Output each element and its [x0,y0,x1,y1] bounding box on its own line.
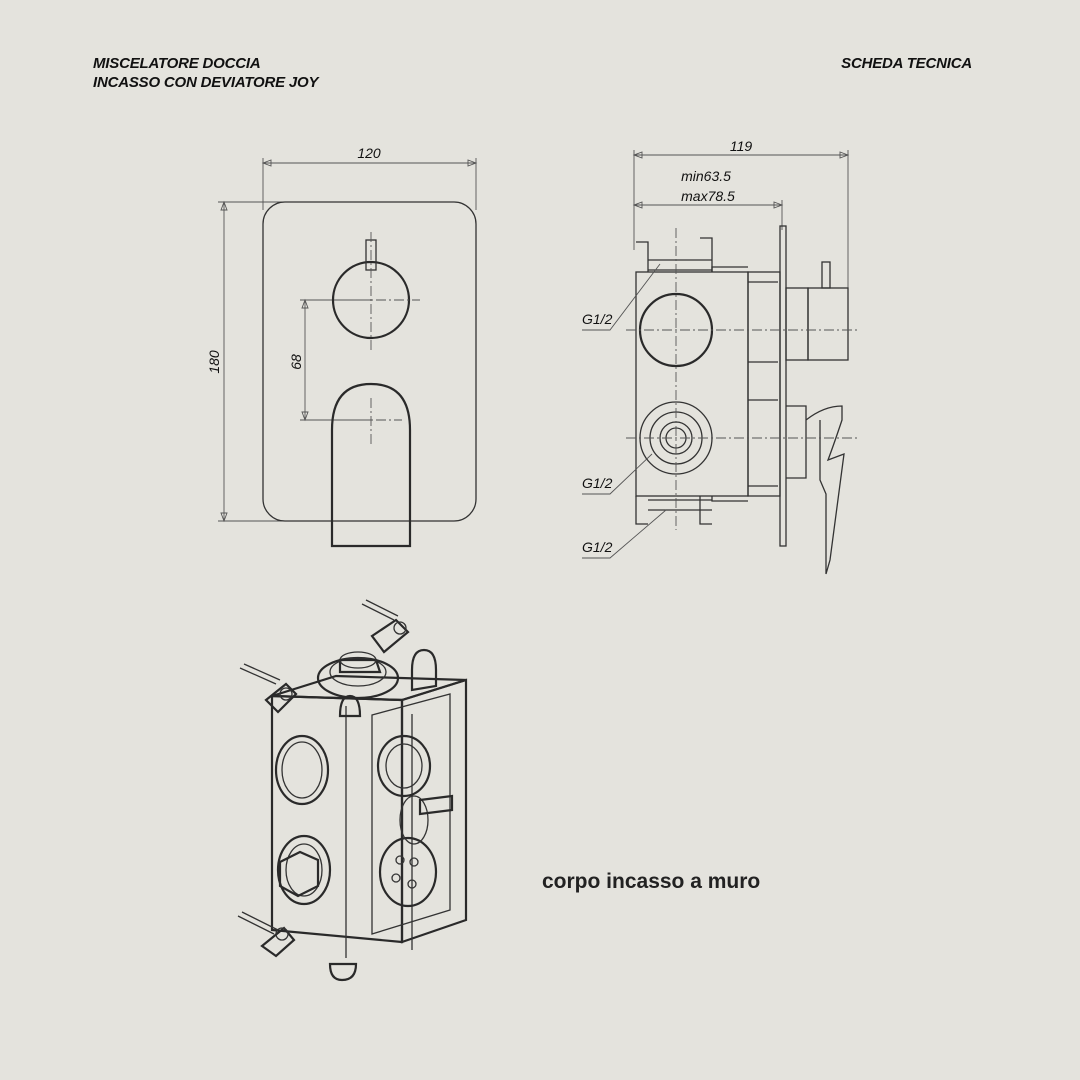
front-port-upper [274,734,330,806]
wall-body-isometric [237,599,468,982]
width-dimension-label: 120 [357,145,381,161]
side-view: 119 min63.5 max78.5 G1/2 G [582,138,860,575]
front-port-lower [276,834,332,906]
side-mixer-lever [786,405,845,575]
min-depth-label: min63.5 [681,168,731,184]
max-depth-label: max78.5 [681,188,735,204]
height-dimension-label: 180 [206,350,222,374]
cover-plate [262,201,477,522]
product-title: MISCELATORE DOCCIA INCASSO CON DEVIATORE… [93,54,319,92]
product-title-line-1: MISCELATORE DOCCIA [93,55,261,72]
product-title-line-2: INCASSO CON DEVIATORE JOY [93,74,319,91]
front-view: 120 180 68 [206,145,478,548]
valve-body [635,271,749,497]
side-port-lower [378,836,438,908]
side-port-upper [376,734,432,798]
thread-label-top: G1/2 [582,311,613,327]
body-front-face [270,694,404,944]
mixer-lever [330,382,412,548]
depth-dimension-label: 119 [730,138,753,154]
body-caption: corpo incasso a muro [542,870,760,893]
side-diverter-knob [807,287,849,361]
thread-label-middle: G1/2 [582,475,613,491]
document-type: SCHEDA TECNICA [841,55,972,72]
wall-plate-profile [779,225,787,547]
thread-label-bottom: G1/2 [582,539,613,555]
spacing-dimension-label: 68 [288,354,304,370]
